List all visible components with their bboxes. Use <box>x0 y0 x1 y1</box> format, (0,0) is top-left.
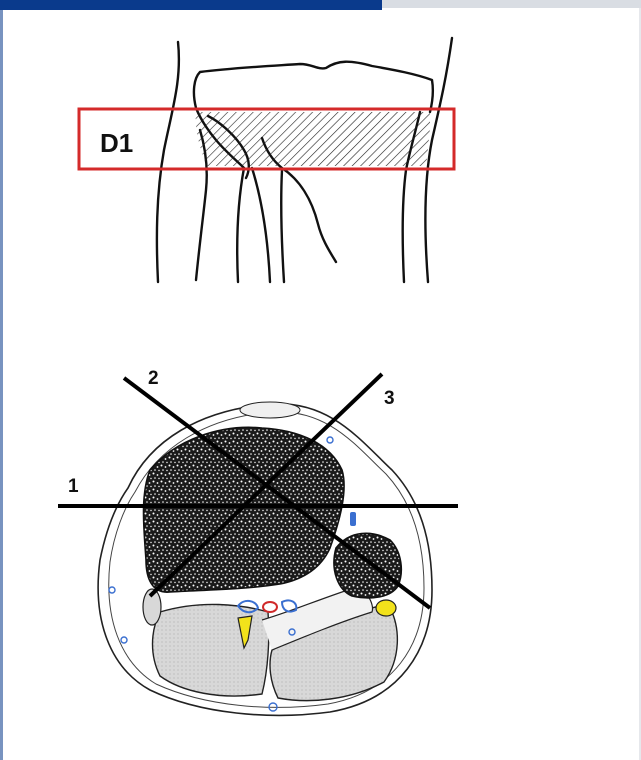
main-bone-section <box>144 427 345 592</box>
plane-label-3: 3 <box>384 388 395 409</box>
plane-label-1: 1 <box>68 476 79 497</box>
plane-label-2: 2 <box>148 368 159 389</box>
tendon-ellipse-top <box>240 402 300 418</box>
